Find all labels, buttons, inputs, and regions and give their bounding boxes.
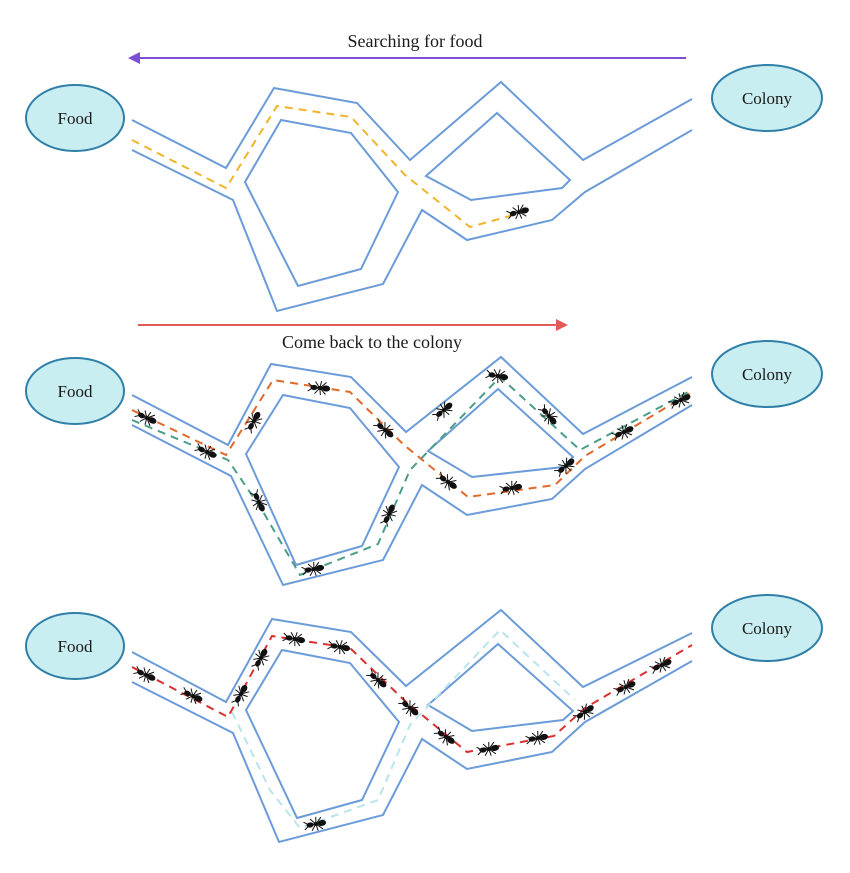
- food-node: Food: [25, 84, 125, 152]
- orange-trail: [131, 378, 693, 499]
- colony-node-3: Colony: [711, 594, 823, 662]
- caption-returning: Come back to the colony: [282, 332, 462, 352]
- ant-icon: [306, 379, 332, 397]
- ant-icon: [551, 453, 579, 480]
- colony-node: Colony: [711, 64, 823, 132]
- ant-icon: [535, 401, 562, 429]
- ant-icon: [475, 739, 501, 759]
- ant-icon: [363, 666, 391, 693]
- food-label-3: Food: [58, 637, 93, 656]
- yellow-trail: [131, 104, 518, 229]
- returning-arrow: [138, 319, 568, 331]
- red-trail: [131, 634, 693, 754]
- colony-label-3: Colony: [742, 619, 793, 638]
- ant-icon: [248, 645, 273, 673]
- path-network-3: [131, 608, 693, 844]
- food-label: Food: [58, 109, 93, 128]
- panel-returning: Come back to the colony Food Colony: [25, 319, 823, 587]
- colony-label: Colony: [742, 89, 793, 108]
- ant-icon: [484, 366, 510, 386]
- searching-arrow: [128, 52, 686, 64]
- ant-icon: [498, 478, 524, 498]
- food-node-2: Food: [25, 357, 125, 425]
- ant-icon: [431, 723, 459, 750]
- colony-label-2: Colony: [742, 365, 793, 384]
- food-label-2: Food: [58, 382, 93, 401]
- food-node-3: Food: [25, 612, 125, 680]
- panel-searching: Searching for food Food Colony: [25, 31, 823, 313]
- ant-icon: [505, 202, 532, 223]
- ants-panel-2: [132, 366, 694, 579]
- path-network: [131, 80, 693, 313]
- colony-node-2: Colony: [711, 340, 823, 408]
- panel-converged: Food Colony: [25, 594, 823, 844]
- path-network-2: [131, 355, 693, 587]
- ant-icon: [433, 468, 461, 495]
- ants-panel-3: [131, 629, 675, 834]
- faded-trail: [231, 628, 576, 830]
- teal-trail: [131, 375, 693, 577]
- ant-icon: [131, 663, 159, 687]
- caption-searching: Searching for food: [348, 31, 483, 51]
- ant-icon: [281, 629, 307, 649]
- ant-icon: [326, 637, 352, 657]
- ant-icon: [524, 728, 550, 748]
